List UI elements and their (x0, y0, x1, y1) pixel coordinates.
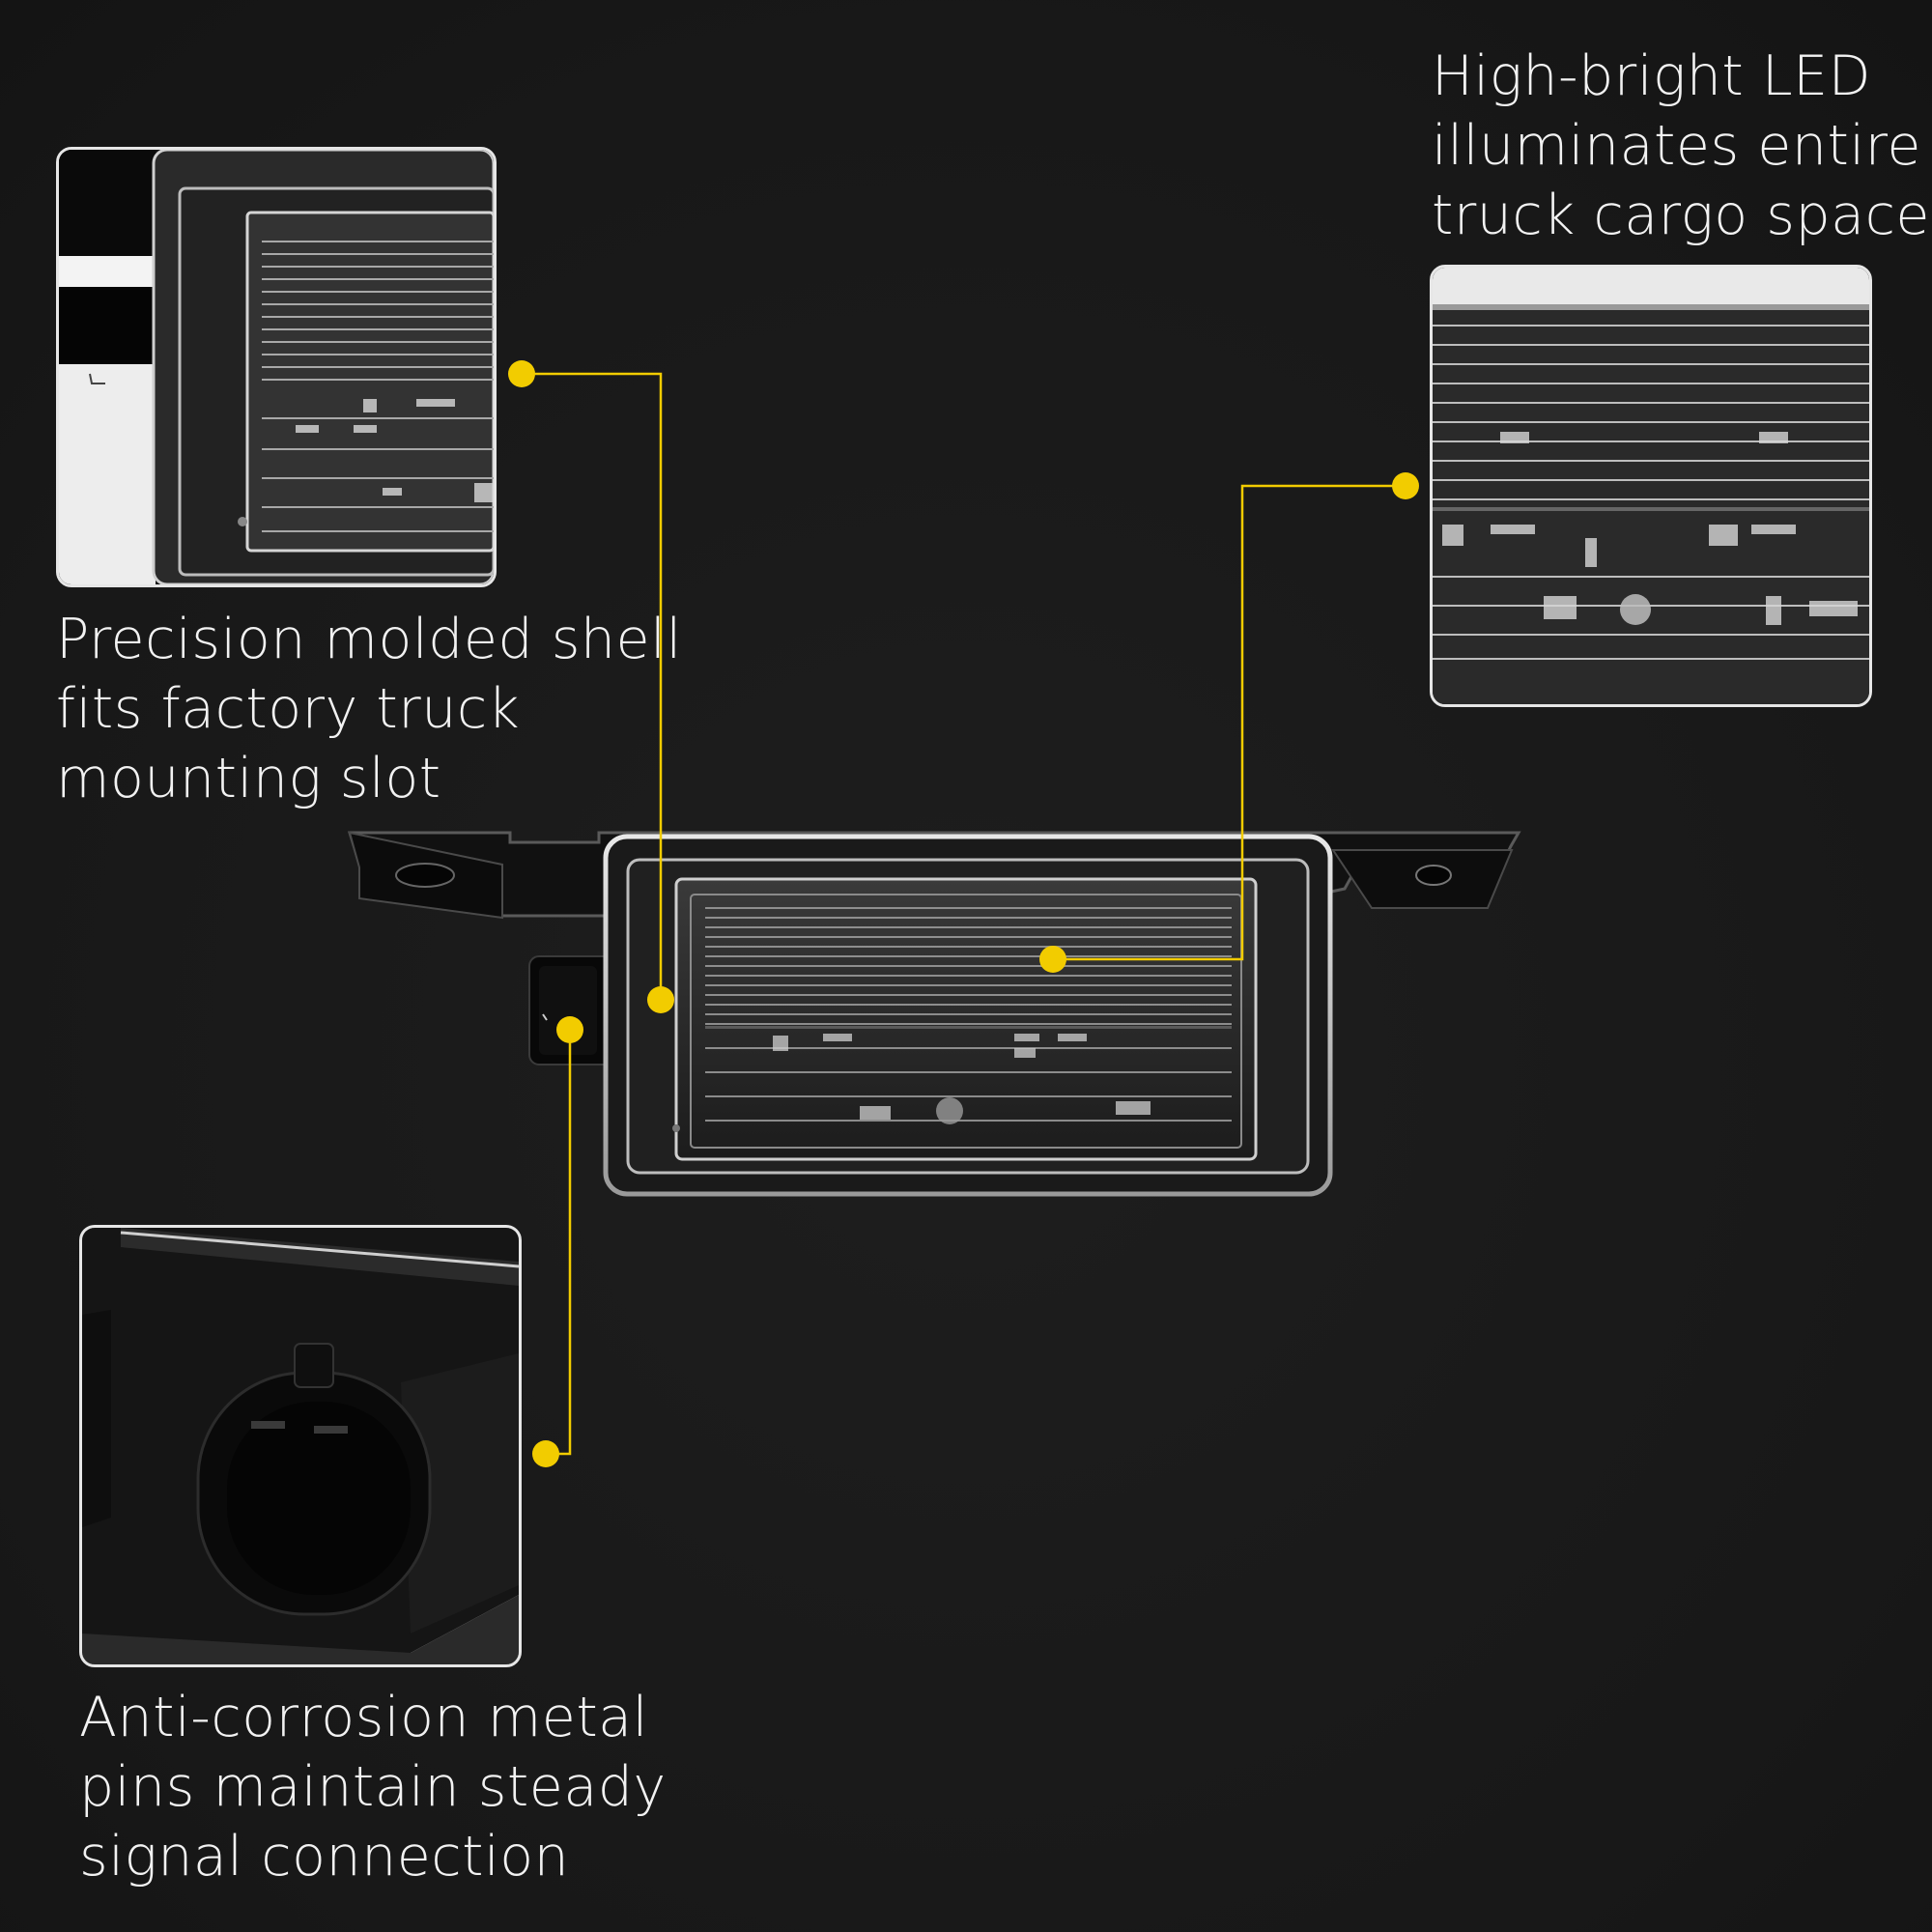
mount-hole-right (1415, 865, 1452, 886)
callout-dot-led-product (1039, 946, 1066, 973)
mount-hole-left (395, 863, 455, 888)
pins-feature-caption: Anti-corrosion metal pins maintain stead… (79, 1683, 667, 1891)
connector-plug (528, 955, 619, 1065)
led-caption-line-2: illuminates entire (1432, 114, 1921, 178)
led-caption-line-3: truck cargo space (1432, 184, 1930, 247)
led-chips (773, 1034, 1151, 1120)
callout-dot-shell-product (647, 986, 674, 1013)
connector-detail-inset (79, 1225, 522, 1667)
pins-caption-line-2: pins maintain steady (79, 1755, 667, 1819)
lamp-housing (603, 834, 1333, 1197)
callout-dot-pins-product (556, 1016, 583, 1043)
mounting-bracket (347, 831, 1521, 920)
led-detail-inset (1430, 265, 1872, 707)
lens-ribs (705, 907, 1232, 1122)
callout-line-pins (546, 1030, 572, 1456)
shell-caption-line-3: mounting slot (56, 747, 441, 810)
callout-dot-led-inset (1392, 472, 1419, 499)
led-feature-caption: High-bright LED illuminates entire truck… (1432, 42, 1930, 250)
callout-dot-pins-inset (532, 1440, 559, 1467)
callout-line-led (1053, 484, 1406, 961)
callout-dot-shell-inset (508, 360, 535, 387)
led-closeup-image (1433, 268, 1869, 704)
shell-feature-caption: Precision molded shell fits factory truc… (56, 605, 682, 813)
led-caption-line-1: High-bright LED (1432, 44, 1872, 108)
connector-closeup-image (82, 1228, 519, 1664)
shell-caption-line-1: Precision molded shell (56, 608, 682, 671)
pins-caption-line-1: Anti-corrosion metal (79, 1686, 648, 1749)
shell-closeup-image (59, 150, 494, 584)
sensor-dot (936, 1097, 963, 1124)
shell-detail-inset (56, 147, 497, 587)
pins-caption-line-3: signal connection (79, 1825, 570, 1889)
shell-caption-line-2: fits factory truck (56, 677, 521, 741)
